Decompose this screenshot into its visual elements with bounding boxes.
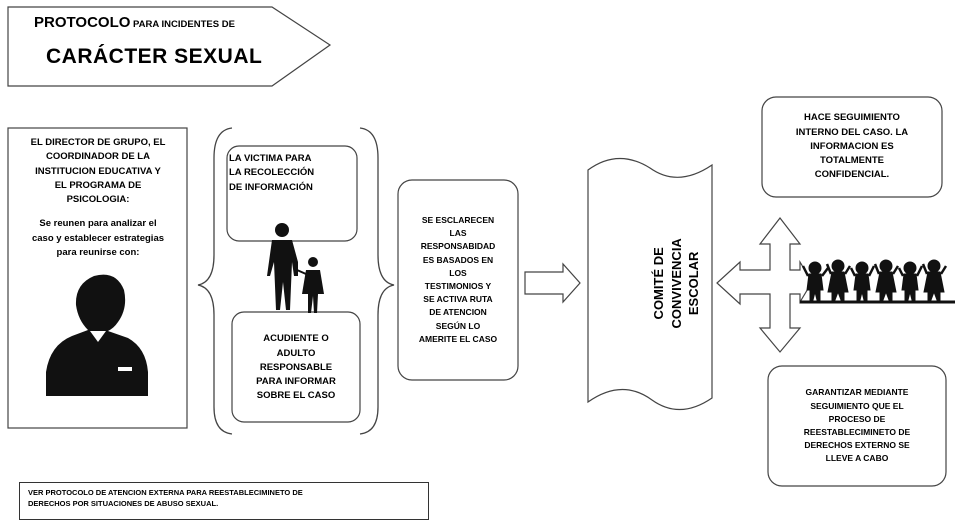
page-title: PROTOCOLO PARA INCIDENTES DE (34, 14, 235, 32)
guardian-line: RESPONSABLE (259, 361, 333, 373)
external-protocol-note: VER PROTOCOLO DE ATENCION EXTERNA PARA R… (19, 482, 429, 520)
right-brace (359, 127, 395, 435)
left-brace (197, 127, 233, 435)
victim-box: LA VICTIMA PARA LA RECOLECCIÓN DE INFORM… (229, 152, 349, 212)
clarify-line: SE ACTIVA RUTA (423, 294, 493, 305)
four-way-arrow (716, 217, 813, 353)
guardian-box-frame (231, 311, 361, 423)
followup-box-frame (761, 96, 943, 198)
guardian-line: ACUDIENTE O (263, 333, 329, 345)
clarify-box: SE ESCLARECEN LAS RESPONSABIDAD ES BASAD… (398, 184, 518, 376)
victim-line: LA RECOLECCIÓN (229, 167, 315, 179)
director-subline: caso y establecer estrategias (31, 232, 165, 244)
clarify-line: AMERITE EL CASO (418, 333, 498, 344)
director-line: COORDINADOR DE LA (46, 151, 150, 163)
director-line: EL PROGRAMA DE (54, 179, 142, 191)
clarify-line: TESTIMONIOS Y (424, 281, 492, 291)
committee-label: COMITÉ DE CONVIVENCIA ESCOLAR (626, 183, 726, 383)
title-subtext: PARA INCIDENTES DE (130, 19, 235, 30)
victim-line: LA VICTIMA PARA (229, 153, 312, 164)
footer-line: DERECHOS POR SITUACIONES DE ABUSO SEXUAL… (28, 498, 219, 508)
director-line: PSICOLOGIA: (66, 194, 130, 205)
guarantee-box-frame (767, 365, 947, 487)
guarantee-line: GARANTIZAR MEDIANTE (805, 387, 909, 398)
followup-line: INTERNO DEL CASO. LA (795, 126, 909, 138)
director-line: INSTITUCION EDUCATIVA Y (35, 165, 161, 177)
right-arrow (524, 262, 581, 304)
title-protocol: PROTOCOLO (34, 14, 131, 31)
guarantee-line: DERECHOS EXTERNO SE (804, 440, 910, 451)
clarify-line: SE ESCLARECEN (421, 215, 495, 226)
followup-line: HACE SEGUIMIENTO (804, 112, 900, 124)
guarantee-line: SEGUIMIENTO QUE EL (810, 400, 904, 411)
guardian-box: ACUDIENTE O ADULTO RESPONSABLE PARA INFO… (232, 318, 360, 418)
director-line: EL DIRECTOR DE GRUPO, EL (30, 137, 166, 148)
committee-banner-shape (587, 157, 713, 411)
footer-line: VER PROTOCOLO DE ATENCION EXTERNA PARA R… (28, 488, 303, 497)
guarantee-line: PROCESO DE (828, 413, 886, 424)
guarantee-box: GARANTIZAR MEDIANTE SEGUIMIENTO QUE EL P… (768, 370, 946, 482)
clarify-line: DE ATENCION (429, 307, 487, 318)
clarify-line: SEGÚN LO (435, 320, 481, 331)
title-banner-shape (7, 6, 332, 87)
guardian-line: ADULTO (276, 347, 316, 359)
clarify-line: LOS (449, 267, 467, 278)
guardian-line: SOBRE EL CASO (256, 390, 336, 402)
clarify-box-frame (397, 179, 519, 381)
guardian-line: PARA INFORMAR (256, 376, 336, 388)
children-group-icon (800, 259, 955, 304)
followup-line: TOTALMENTE (819, 155, 885, 167)
guarantee-line: LLEVE A CABO (825, 453, 889, 464)
adult-child-silhouette-icon (267, 223, 324, 313)
followup-line: CONFIDENCIAL. (814, 169, 890, 181)
director-subline: para reunirse con: (56, 246, 140, 258)
clarify-line: LAS (449, 228, 467, 239)
clarify-line: ES BASADOS EN (422, 254, 494, 265)
committee-line: COMITÉ DE (650, 246, 666, 320)
committee-line: ESCOLAR (685, 251, 701, 315)
director-box: EL DIRECTOR DE GRUPO, EL COORDINADOR DE … (12, 136, 184, 260)
committee-line: CONVIVENCIA (668, 237, 684, 329)
director-subline: Se reunen para analizar el (39, 218, 157, 230)
clarify-line: RESPONSABIDAD (420, 241, 496, 252)
followup-box: HACE SEGUIMIENTO INTERNO DEL CASO. LA IN… (762, 101, 942, 193)
page-title-line2: CARÁCTER SEXUAL (46, 45, 263, 68)
man-silhouette-icon (46, 274, 148, 396)
guarantee-line: REESTABLECIMINETO DE (803, 427, 911, 437)
followup-line: INFORMACION ES (810, 140, 894, 152)
victim-line: DE INFORMACIÓN (229, 181, 313, 193)
